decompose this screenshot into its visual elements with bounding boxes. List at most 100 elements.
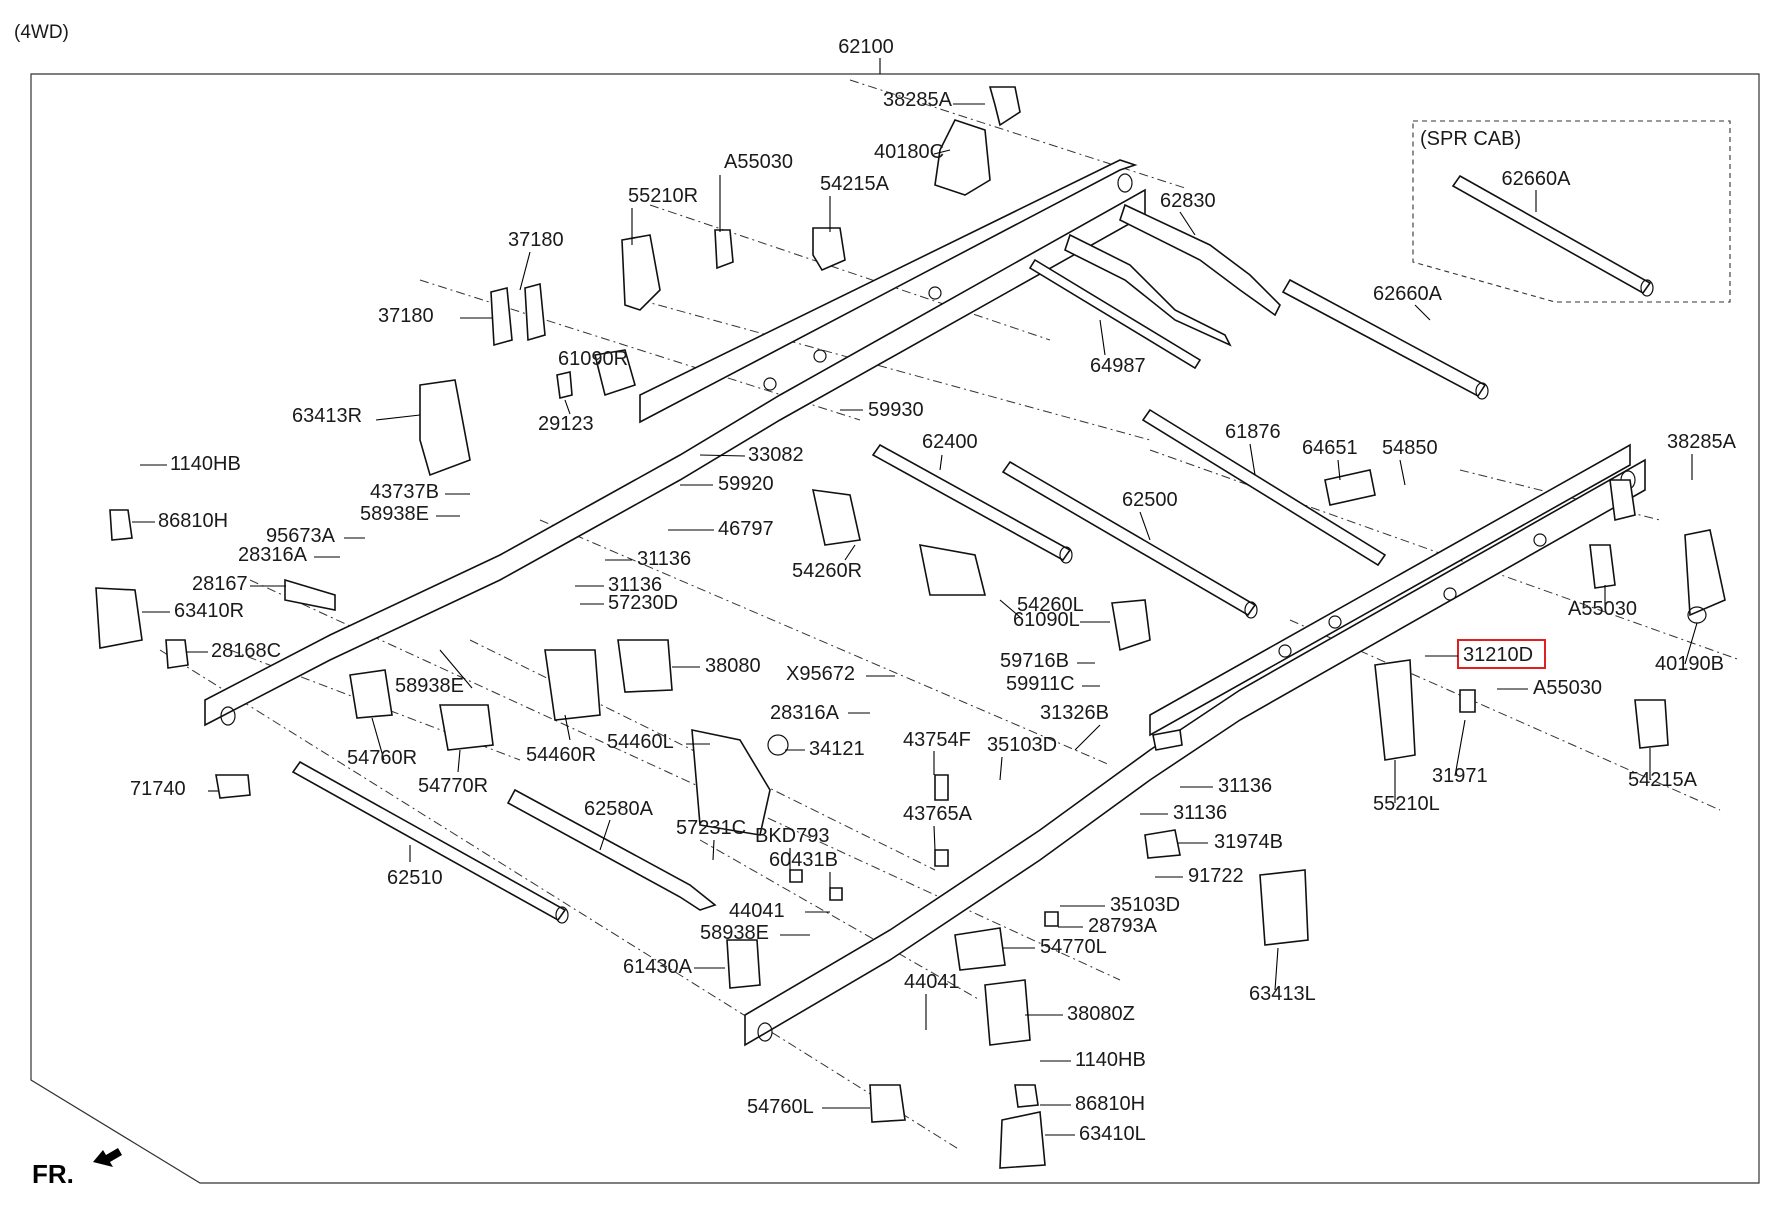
- part-label-62580a: 62580A: [584, 798, 654, 820]
- part-label-58938e: 58938E: [700, 922, 769, 944]
- leader-line: [939, 454, 943, 471]
- part-label-54460l: 54460L: [607, 731, 674, 753]
- part-label-33082: 33082: [748, 444, 804, 466]
- part-label-95673a: 95673A: [266, 525, 336, 547]
- leader-line: [933, 825, 936, 851]
- leader-line: [1684, 622, 1698, 665]
- part-label-31136: 31136: [1218, 775, 1272, 797]
- part-label-31210d: 31210D: [1463, 644, 1533, 666]
- leader-line: [999, 599, 1021, 618]
- part-label-63413l: 63413L: [1249, 983, 1316, 1005]
- part-label-38285a: 38285A: [883, 89, 953, 111]
- leader-line: [844, 544, 856, 561]
- part-label-59911c: 59911C: [1006, 673, 1075, 695]
- main-part-label: 62100: [838, 36, 894, 58]
- part-label-64651: 64651: [1302, 437, 1358, 459]
- part-label-57230d: 57230D: [608, 592, 678, 614]
- part-label-62830: 62830: [1160, 190, 1216, 212]
- part-label-31971: 31971: [1432, 765, 1488, 787]
- front-arrow-icon: [93, 1148, 122, 1167]
- part-label-28793a: 28793A: [1088, 915, 1158, 937]
- leader-line: [439, 649, 473, 689]
- part-label-37180: 37180: [508, 229, 564, 251]
- leader-line: [1454, 719, 1466, 777]
- crossmembers: [291, 174, 1654, 924]
- leader-line: [1099, 319, 1106, 356]
- part-label-59930: 59930: [868, 399, 924, 421]
- leader-line: [1414, 304, 1431, 321]
- part-label-58938e: 58938E: [395, 675, 464, 697]
- part-label-31326b: 31326B: [1040, 702, 1109, 724]
- leader-line: [1274, 947, 1279, 991]
- part-label-71740: 71740: [130, 778, 186, 800]
- part-label-28168c: 28168C: [211, 640, 281, 662]
- leader-line: [1179, 211, 1196, 236]
- part-label-58938e: 58938E: [360, 503, 429, 525]
- part-label-a55030: A55030: [724, 151, 793, 173]
- part-label-54760l: 54760L: [747, 1096, 814, 1118]
- part-label-31136: 31136: [1173, 802, 1227, 824]
- part-label-62660a: 62660A: [1373, 283, 1443, 305]
- part-label-62400: 62400: [922, 431, 978, 453]
- part-label-59920: 59920: [718, 473, 774, 495]
- part-label-38080z: 38080Z: [1067, 1003, 1135, 1025]
- part-label-54770l: 54770L: [1040, 936, 1107, 958]
- part-label-29123: 29123: [538, 413, 594, 435]
- part-label-86810h: 86810H: [1075, 1093, 1145, 1115]
- leader-line: [712, 839, 715, 861]
- part-label-62510: 62510: [387, 867, 443, 889]
- part-label-55210r: 55210R: [628, 185, 698, 207]
- part-label-46797: 46797: [718, 518, 774, 540]
- part-label-55210l: 55210L: [1373, 793, 1440, 815]
- part-label-28316a: 28316A: [770, 702, 840, 724]
- brackets: [95, 86, 1726, 1169]
- part-label-38285a: 38285A: [1667, 431, 1737, 453]
- part-label-a55030: A55030: [1568, 598, 1637, 620]
- part-label-63410l: 63410L: [1079, 1123, 1146, 1145]
- part-label-54760r: 54760R: [347, 747, 417, 769]
- part-label-61090r: 61090R: [558, 348, 628, 370]
- part-label-57231c: 57231C: [676, 817, 746, 839]
- part-label-64987: 64987: [1090, 355, 1146, 377]
- part-label-28316a: 28316A: [238, 544, 308, 566]
- leader-line: [564, 714, 571, 741]
- part-label-54260l: 54260L: [1017, 594, 1084, 616]
- part-label-37180: 37180: [378, 305, 434, 327]
- part-label-40190b: 40190B: [1655, 653, 1724, 675]
- part-label-a55030: A55030: [1533, 677, 1602, 699]
- part-label-54215a: 54215A: [820, 173, 890, 195]
- part-label-63413r: 63413R: [292, 405, 362, 427]
- leader-line: [597, 359, 601, 364]
- part-label-54770r: 54770R: [418, 775, 488, 797]
- part-label-54215a: 54215A: [1628, 769, 1698, 791]
- leader-line: [371, 717, 385, 761]
- part-label-44041: 44041: [904, 971, 960, 993]
- leader-line: [564, 399, 571, 415]
- leader-line: [1074, 724, 1101, 751]
- leader-line: [933, 149, 951, 155]
- front-direction: FR.: [32, 1148, 122, 1189]
- part-label-61876: 61876: [1225, 421, 1281, 443]
- part-label-31136: 31136: [608, 574, 662, 596]
- part-label-bkd793: BKD793: [755, 825, 830, 847]
- part-label-1140hb: 1140HB: [170, 453, 241, 475]
- part-label-54460r: 54460R: [526, 744, 596, 766]
- part-label-60431b: 60431B: [769, 849, 838, 871]
- part-label-61090l: 61090L: [1013, 609, 1080, 631]
- highlight-box: [1457, 639, 1546, 669]
- part-label-43737b: 43737B: [370, 481, 439, 503]
- part-label-31974b: 31974B: [1214, 831, 1283, 853]
- leader-line: [999, 756, 1003, 781]
- part-label-1140hb: 1140HB: [1075, 1049, 1146, 1071]
- part-label-28167: 28167: [192, 573, 248, 595]
- variant-label: (4WD): [14, 22, 69, 43]
- part-label-40180c: 40180C: [874, 141, 944, 163]
- part-label-x95672: X95672: [786, 663, 855, 685]
- part-label-62500: 62500: [1122, 489, 1178, 511]
- leader-line: [519, 251, 531, 291]
- part-label-63410r: 63410R: [174, 600, 244, 622]
- part-label-34121: 34121: [809, 738, 865, 760]
- leader-line: [1249, 443, 1256, 476]
- part-label-54260r: 54260R: [792, 560, 862, 582]
